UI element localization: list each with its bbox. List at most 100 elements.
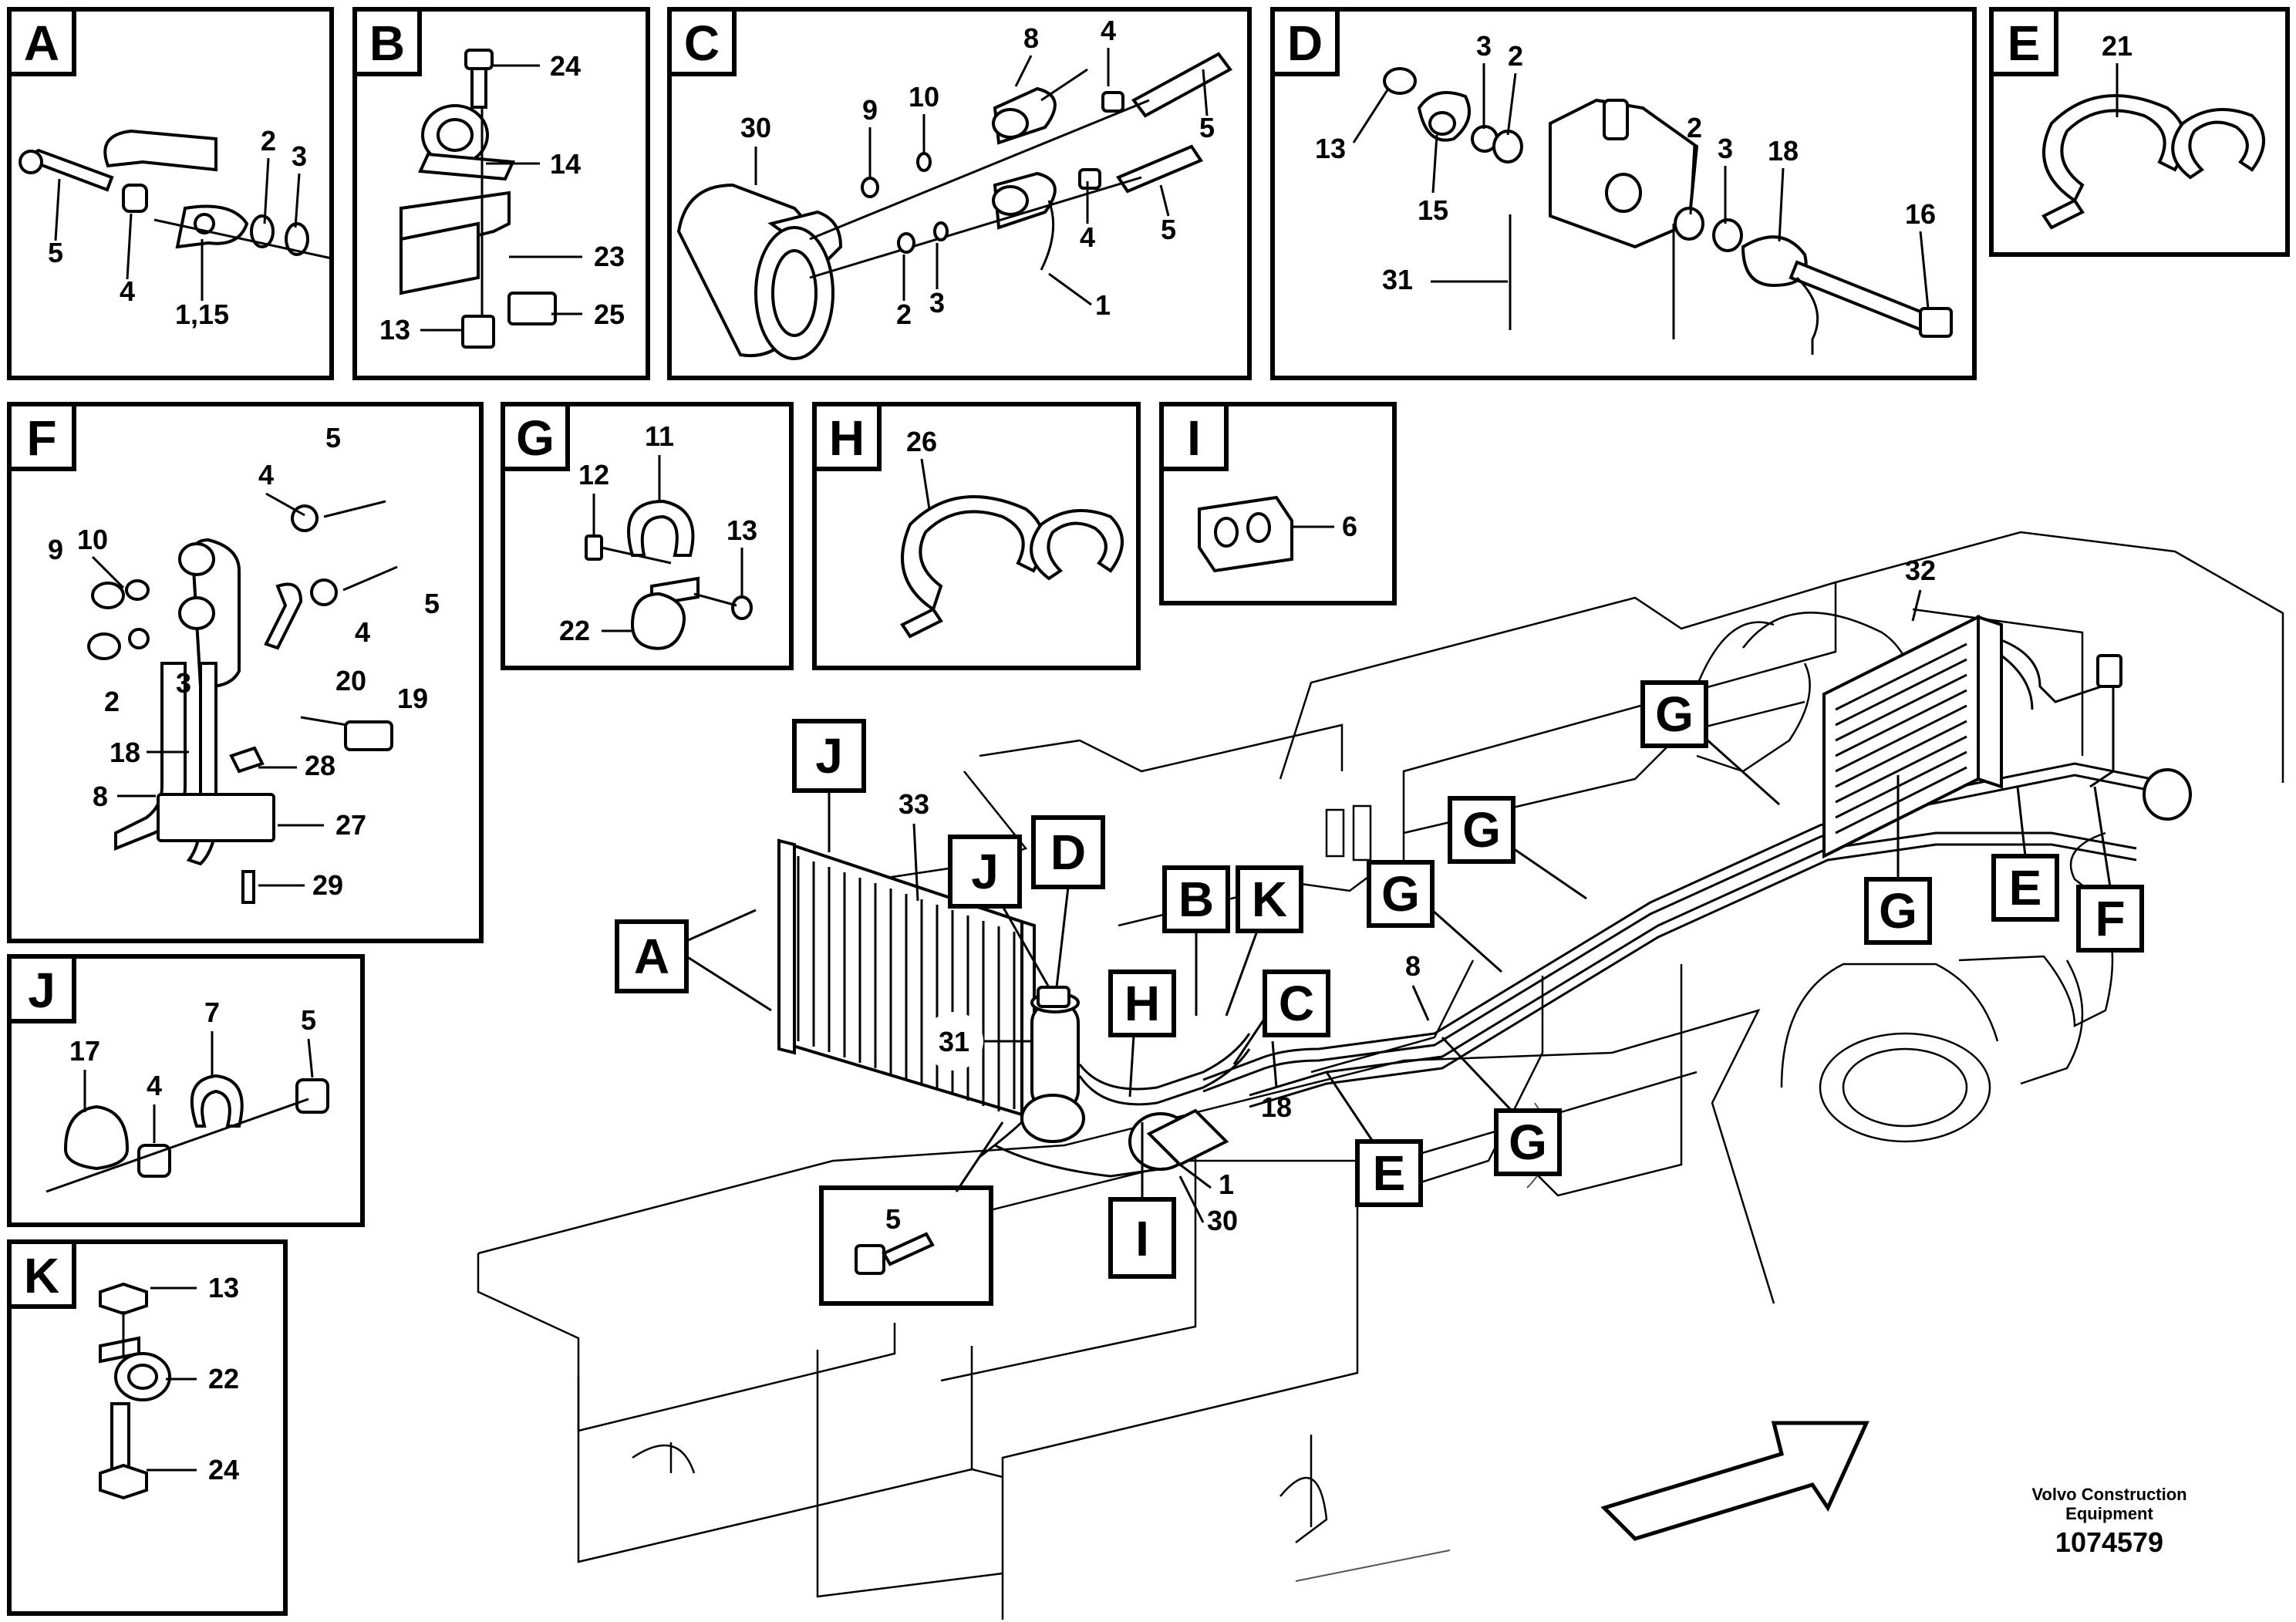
callout-d-31: 31 bbox=[1382, 264, 1413, 295]
callout-k-13: 13 bbox=[208, 1272, 239, 1303]
callout-f-29: 29 bbox=[312, 869, 343, 901]
callout-j-17: 17 bbox=[69, 1035, 100, 1067]
callout-f-4-mid: 4 bbox=[355, 616, 370, 648]
ref-box-b: B bbox=[1178, 872, 1214, 927]
callout-k-24: 24 bbox=[208, 1454, 239, 1485]
main-refs: A J J D B K H C I E bbox=[615, 680, 2144, 1279]
callout-d-15: 15 bbox=[1418, 194, 1448, 226]
callout-d-16: 16 bbox=[1905, 198, 1936, 230]
callout-g-13: 13 bbox=[727, 514, 757, 546]
callout-main-18: 18 bbox=[1261, 1091, 1292, 1123]
ref-box-j-1: J bbox=[815, 728, 843, 784]
callout-g-12: 12 bbox=[578, 459, 609, 491]
panel-a: A 5 4 2 3 1,15 bbox=[7, 7, 334, 380]
callout-c-10: 10 bbox=[909, 81, 939, 113]
panel-d-parts bbox=[1383, 67, 1953, 355]
callout-c-9: 9 bbox=[862, 94, 878, 126]
callout-main-31: 31 bbox=[939, 1026, 969, 1057]
panel-b: B 24 14 23 13 25 bbox=[352, 7, 650, 380]
panel-g-parts bbox=[585, 499, 753, 650]
callout-f-28: 28 bbox=[305, 750, 335, 781]
panel-j: J 7 17 4 5 bbox=[7, 954, 365, 1227]
callout-f-20: 20 bbox=[335, 665, 366, 696]
callout-main-30: 30 bbox=[1207, 1205, 1238, 1236]
receiver-drier bbox=[1030, 986, 1080, 1112]
callout-h-26: 26 bbox=[906, 426, 937, 457]
callout-main-1: 1 bbox=[1219, 1168, 1234, 1200]
callout-b-13: 13 bbox=[379, 314, 410, 346]
panel-c-letter: C bbox=[684, 15, 720, 71]
panel-g: G 11 12 13 22 bbox=[501, 402, 794, 670]
panel-f-letter: F bbox=[26, 410, 56, 466]
callout-c-4-top: 4 bbox=[1101, 15, 1116, 46]
panel-f-parts bbox=[87, 500, 398, 904]
panel-e-letter: E bbox=[2008, 15, 2041, 71]
ref-box-i: I bbox=[1135, 1211, 1149, 1266]
callout-31-bg bbox=[925, 1012, 983, 1071]
bolt-detail-inset: 5 bbox=[819, 1121, 1004, 1306]
callout-d-18: 18 bbox=[1768, 135, 1799, 167]
panel-k: K 13 22 24 bbox=[7, 1239, 288, 1616]
callout-f-10: 10 bbox=[77, 524, 108, 555]
panel-k-letter: K bbox=[24, 1248, 59, 1303]
callout-main-8: 8 bbox=[1405, 950, 1421, 982]
panel-i-parts bbox=[1198, 495, 1293, 573]
direction-arrow bbox=[1600, 1421, 1870, 1541]
callout-j-4: 4 bbox=[147, 1070, 162, 1101]
callout-d-3-right: 3 bbox=[1718, 133, 1733, 164]
callout-g-22: 22 bbox=[559, 615, 590, 646]
callout-c-4-bottom: 4 bbox=[1080, 221, 1095, 253]
ref-box-k: K bbox=[1252, 872, 1287, 927]
panel-c-parts bbox=[676, 52, 1232, 360]
ref-box-e-2: E bbox=[2009, 860, 2042, 916]
ref-box-e-1: E bbox=[1373, 1145, 1406, 1201]
panel-h: H 26 bbox=[812, 402, 1141, 670]
callout-f-18: 18 bbox=[110, 737, 140, 768]
panel-b-parts bbox=[400, 49, 557, 349]
callout-f-5-top: 5 bbox=[325, 422, 341, 454]
panel-b-letter: B bbox=[369, 15, 405, 71]
ref-box-c: C bbox=[1279, 976, 1314, 1031]
callout-f-4-top: 4 bbox=[258, 459, 274, 491]
hose-run bbox=[1202, 762, 2153, 1108]
ref-box-g-4: G bbox=[1655, 686, 1694, 742]
ref-box-a: A bbox=[634, 929, 669, 984]
callout-a-3: 3 bbox=[292, 140, 307, 172]
panel-e-parts bbox=[2041, 94, 2265, 230]
callout-g-11: 11 bbox=[645, 420, 674, 452]
callout-b-23: 23 bbox=[594, 241, 625, 272]
callout-e-21: 21 bbox=[2102, 30, 2132, 62]
callout-d-3-top: 3 bbox=[1476, 30, 1492, 62]
compressor-area bbox=[979, 1033, 1251, 1178]
callout-f-27: 27 bbox=[335, 809, 366, 841]
callout-d-2-right: 2 bbox=[1687, 112, 1702, 143]
footer-company-line2: Equipment bbox=[2065, 1504, 2153, 1523]
callout-c-2: 2 bbox=[896, 298, 912, 330]
panel-d: D 3 2 13 15 2 3 18 16 31 bbox=[1270, 7, 1977, 380]
callout-c-5-top: 5 bbox=[1199, 112, 1215, 143]
callout-main-32: 32 bbox=[1905, 555, 1936, 586]
panel-f: F 5 4 9 10 5 4 2 3 20 19 18 bbox=[7, 402, 484, 943]
main-callouts: 32 33 31 8 18 1 30 bbox=[899, 555, 1936, 1236]
callout-main-33: 33 bbox=[899, 788, 929, 820]
footer: Volvo Construction Equipment 1074579 bbox=[2031, 1485, 2186, 1558]
callout-f-5-mid: 5 bbox=[424, 588, 440, 619]
callout-d-13: 13 bbox=[1315, 133, 1346, 164]
callout-main-5: 5 bbox=[885, 1203, 901, 1235]
footer-doc-number: 1074579 bbox=[2055, 1526, 2163, 1558]
callout-a-4: 4 bbox=[120, 275, 135, 307]
callout-c-8: 8 bbox=[1023, 22, 1039, 54]
callout-f-2: 2 bbox=[104, 686, 120, 717]
ref-box-g-1: G bbox=[1509, 1114, 1547, 1170]
callout-c-1: 1 bbox=[1095, 289, 1111, 321]
main-assembly bbox=[477, 531, 2284, 1620]
ref-box-g-3: G bbox=[1462, 802, 1501, 858]
panel-i: I 6 bbox=[1159, 402, 1397, 605]
panel-e: E 21 bbox=[1989, 7, 2290, 257]
callout-f-19: 19 bbox=[397, 683, 428, 714]
panel-j-letter: J bbox=[28, 963, 56, 1018]
callout-k-22: 22 bbox=[208, 1363, 239, 1394]
callout-b-25: 25 bbox=[594, 298, 625, 330]
panel-a-parts bbox=[19, 129, 332, 260]
